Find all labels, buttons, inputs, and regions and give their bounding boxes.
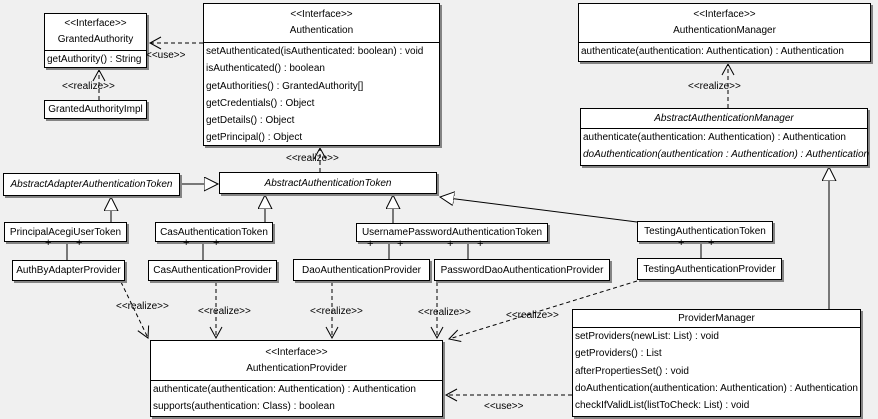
class-header: ProviderManager (573, 310, 860, 328)
edge-label-use: <<use>> (146, 50, 186, 61)
method: authenticate(authentication: Authenticat… (583, 132, 846, 143)
class-header: <<Interface>> Authentication (204, 4, 439, 43)
method: setProviders(newList: List) : void (575, 331, 719, 342)
class-abstract-adapter-authentication-token: AbstractAdapterAuthenticationToken (3, 173, 180, 196)
edge-label-realize: <<realize>> (116, 301, 169, 312)
method: getDetails() : Object (206, 115, 295, 127)
class-name: AbstractAuthenticationToken (264, 177, 392, 189)
stereotype-label: <<Interface>> (290, 9, 353, 20)
stereotype-label: <<Interface>> (265, 346, 328, 358)
class-provider-manager: ProviderManager setProviders(newList: Li… (572, 309, 861, 417)
edge-label-realize: <<realize>> (418, 307, 471, 318)
association-end-label: + (45, 237, 52, 249)
class-name: GrantedAuthorityImpl (48, 104, 143, 115)
stereotype-label: <<Interface>> (64, 18, 127, 29)
class-testing-authentication-token: TestingAuthenticationToken (637, 221, 773, 242)
association-end-label: + (678, 237, 685, 249)
class-name: CasAuthenticationToken (160, 226, 268, 238)
edge-testing-token-extends-abstract-token (440, 197, 638, 223)
class-username-password-authentication-token: UsernamePasswordAuthenticationToken (356, 223, 548, 242)
realize-edges (92, 36, 735, 402)
edge-label-realize: <<realize>> (506, 310, 559, 321)
method: isAuthenticated() : boolean (206, 63, 325, 75)
edge-testingprovider-realizes-authenticationprovider (448, 280, 638, 342)
method-compartment: authenticate(authentication: Authenticat… (151, 381, 442, 416)
class-name: AuthenticationProvider (246, 362, 347, 374)
class-cas-authentication-token: CasAuthenticationToken (155, 222, 273, 242)
class-header: <<Interface>> AuthenticationManager (579, 4, 870, 43)
association-end-label: + (367, 238, 374, 250)
edge-label-realize: <<realize>> (310, 306, 363, 317)
method: getProviders() : List (575, 348, 662, 360)
class-name: CasAuthenticationProvider (153, 265, 272, 276)
class-granted-authority-impl: GrantedAuthorityImpl (44, 100, 147, 119)
class-header: <<Interface>> GrantedAuthority (45, 14, 146, 51)
edge-label-realize: <<realize>> (198, 306, 251, 317)
class-password-dao-authentication-provider: PasswordDaoAuthenticationProvider (434, 259, 610, 281)
class-name: AuthByAdapterProvider (16, 265, 121, 276)
method: getAuthority() : String (47, 54, 142, 65)
method: setAuthenticated(isAuthenticated: boolea… (206, 46, 424, 57)
edge-label-realize: <<realize>> (688, 81, 741, 92)
class-name: ProviderManager (678, 312, 755, 324)
edge-label-use: <<use>> (484, 401, 524, 412)
abstract-method: doAuthentication(authentication : Authen… (583, 149, 870, 161)
class-name: AbstractAuthenticationManager (654, 112, 794, 124)
method-compartment: authenticate(authentication: Authenticat… (579, 43, 870, 60)
class-name: GrantedAuthority (57, 34, 134, 45)
class-name: TestingAuthenticationProvider (643, 263, 776, 275)
class-cas-authentication-provider: CasAuthenticationProvider (148, 260, 277, 281)
method: doAuthentication(authentication: Authent… (575, 382, 858, 394)
method: getCredentials() : Object (206, 97, 315, 109)
method: getAuthorities() : GrantedAuthority[] (206, 80, 364, 92)
method-compartment: authenticate(authentication: Authenticat… (581, 129, 870, 164)
class-header: AbstractAuthenticationManager (581, 109, 867, 129)
class-name: PasswordDaoAuthenticationProvider (440, 264, 604, 276)
class-name: TestingAuthenticationToken (644, 226, 766, 237)
class-name: PrincipalAcegiUserToken (9, 226, 122, 238)
edge-authbyadapter-realizes-authenticationprovider (120, 281, 150, 339)
class-name: AuthenticationManager (673, 25, 776, 36)
method: checkIfValidList(listToCheck: List) : vo… (575, 400, 750, 412)
class-granted-authority: <<Interface>> GrantedAuthority getAuthor… (44, 13, 147, 68)
class-auth-by-adapter-provider: AuthByAdapterProvider (12, 260, 125, 281)
class-authentication-provider: <<Interface>> AuthenticationProvider aut… (150, 340, 443, 417)
method-compartment: setAuthenticated(isAuthenticated: boolea… (204, 43, 439, 147)
association-end-label: + (183, 237, 190, 249)
class-principal-acegi-user-token: PrincipalAcegiUserToken (4, 222, 127, 242)
method: getPrincipal() : Object (206, 132, 303, 144)
association-edges (66, 242, 702, 260)
association-end-label: + (447, 238, 454, 250)
edge-label-realize: <<realize>> (62, 81, 115, 92)
class-header: <<Interface>> AuthenticationProvider (151, 341, 442, 381)
class-dao-authentication-provider: DaoAuthenticationProvider (293, 259, 430, 281)
method-compartment: setProviders(newList: List) : void getPr… (573, 328, 860, 414)
method-compartment: getAuthority() : String (45, 51, 146, 68)
association-end-label: + (477, 238, 484, 250)
method: supports(authentication: Class) : boolea… (153, 401, 335, 413)
class-authentication: <<Interface>> Authentication setAuthenti… (203, 3, 440, 146)
association-end-label: + (708, 237, 715, 249)
class-name: Authentication (289, 25, 354, 36)
class-abstract-authentication-token: AbstractAuthenticationToken (219, 172, 437, 194)
stereotype-label: <<Interface>> (693, 9, 756, 20)
method: authenticate(authentication: Authenticat… (153, 384, 416, 395)
class-authentication-manager: <<Interface>> AuthenticationManager auth… (578, 3, 871, 62)
association-end-label: + (76, 237, 83, 249)
method: authenticate(authentication: Authenticat… (581, 46, 844, 57)
class-name: DaoAuthenticationProvider (302, 264, 421, 276)
class-abstract-authentication-manager: AbstractAuthenticationManager authentica… (580, 108, 870, 166)
generalization-edges (111, 167, 829, 309)
association-end-label: + (397, 238, 404, 250)
method: afterPropertiesSet() : void (575, 365, 689, 377)
class-name: UsernamePasswordAuthenticationToken (361, 227, 543, 238)
association-end-label: + (213, 237, 220, 249)
class-name: AbstractAdapterAuthenticationToken (10, 179, 173, 190)
edge-label-realize: <<realize>> (286, 153, 339, 164)
class-testing-authentication-provider: TestingAuthenticationProvider (637, 258, 782, 280)
